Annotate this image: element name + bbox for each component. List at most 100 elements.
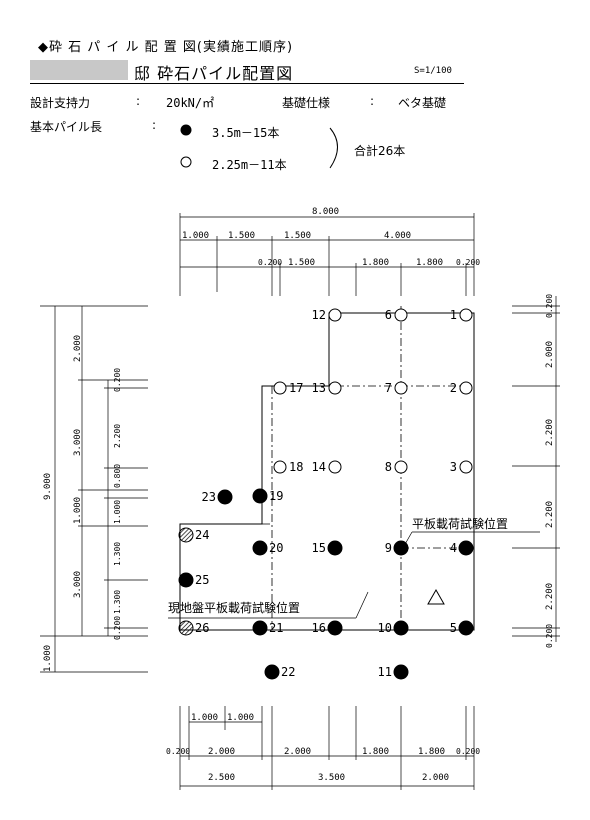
pile-26-hatched-icon [178,620,194,636]
pile-7-label: 7 [385,381,392,395]
dim-top-row1-a: 1.000 [182,231,209,241]
foundation-label: 基礎仕様 [282,96,331,110]
pile-2-open-icon [459,381,473,395]
dim-top-row2-c: 1.800 [362,258,389,268]
pile-16-filled-icon [327,620,343,636]
pile-12-label: 12 [312,308,326,322]
title-underline [30,83,464,84]
pile-14-open-icon [328,460,342,474]
bottom-dimension-lines [179,706,475,790]
pile-25-filled-icon [178,572,194,588]
pile-16-label: 16 [312,621,326,635]
pile-26-label: 26 [195,621,209,635]
foundation-value: ベタ基礎 [398,96,447,110]
dim-top-row2-b: 1.500 [288,258,315,268]
dim-left-inner-e: 1.300 [113,542,122,566]
ground-plate-test-leader [355,591,369,619]
dim-left-inner-g: 0.200 [113,616,122,640]
dim-top-row2-d: 1.800 [416,258,443,268]
pile-24-label: 24 [195,528,209,542]
pile-20-filled-icon [252,540,268,556]
pile-markers: 1234567891011121314151617181920212223242… [178,308,474,680]
pile-6-label: 6 [385,308,392,322]
pile-13-open-icon [328,381,342,395]
pile-23-filled-icon [217,489,233,505]
pile-a-spec: 3.5m－15本 [212,126,280,140]
pile-21-label: 21 [269,621,283,635]
pile-11-filled-icon [393,664,409,680]
dim-bottom-row2-e: 1.800 [418,747,445,757]
dim-top-row2-a: 0.200 [258,258,282,267]
ground-plate-test-label: 現地盤平板載荷試験位置 [168,600,300,615]
pile-4-label: 4 [450,541,457,555]
pile-13-label: 13 [312,381,326,395]
dim-top-row1-d: 4.000 [384,231,411,241]
pile-1-label: 1 [450,308,457,322]
scale-label: S=1/100 [414,66,452,76]
dim-bottom-row2-f: 0.200 [456,747,480,756]
pile-10-filled-icon [393,620,409,636]
dim-right-f: 0.200 [545,624,554,648]
pile-length-colon: : [152,118,157,132]
bearing-value: 20kN/㎡ [166,96,215,110]
dim-left-inner-f: 1.300 [113,590,122,614]
pile-5-filled-icon [458,620,474,636]
right-dimension-lines [512,296,560,642]
pile-length-label: 基本パイル長 [30,120,103,134]
dim-bottom-row2-d: 1.800 [362,747,389,757]
pile-10-label: 10 [378,621,392,635]
dim-bottom-row2-c: 2.000 [284,747,311,757]
dim-bottom-row3-a: 2.500 [208,773,235,783]
dim-right-b: 2.000 [545,341,555,368]
bearing-colon: : [136,94,141,108]
pile-5-label: 5 [450,621,457,635]
dim-bottom-row1-b: 1.000 [227,713,254,723]
pile-11-label: 11 [378,665,392,679]
pile-7-open-icon [394,381,408,395]
pile-8-open-icon [394,460,408,474]
dim-left-outer-a: 2.000 [73,335,83,362]
foundation-outline [179,312,475,631]
pile-total: 合計26本 [354,144,406,158]
dim-top-row1-c: 1.500 [284,231,311,241]
pile-19-filled-icon [252,488,268,504]
pile-15-filled-icon [327,540,343,556]
pile-1-open-icon [459,308,473,322]
pile-20-label: 20 [269,541,283,555]
pile-17-open-icon [273,381,287,395]
pile-12-open-icon [328,308,342,322]
dim-right-e: 2.200 [545,583,555,610]
dim-left-total: 9.000 [43,473,53,500]
page-title: ◆砕 石 パ イ ル 配 置 図(実績施工順序) [38,40,294,55]
dim-right-d: 2.200 [545,501,555,528]
pile-22-filled-icon [264,664,280,680]
top-dimension-lines [179,213,475,296]
pile-4-filled-icon [458,540,474,556]
dim-bottom-row2-b: 2.000 [208,747,235,757]
dim-top-row1-b: 1.500 [228,231,255,241]
dim-right-c: 2.200 [545,419,555,446]
pile-18-open-icon [273,460,287,474]
pile-15-label: 15 [312,541,326,555]
dim-left-inner-c: 0.800 [113,464,122,488]
pile-24-hatched-icon [178,527,194,543]
dim-bottom-row3-c: 2.000 [422,773,449,783]
dim-right-a: 0.200 [545,294,554,318]
pile-23-label: 23 [202,490,216,504]
dim-left-outer-e: 1.000 [43,645,53,672]
legend-open-pile-icon [180,156,192,168]
legend-filled-pile-icon [180,124,192,136]
dim-top-row2-e: 0.200 [456,258,480,267]
pile-6-open-icon [394,308,408,322]
dim-left-outer-d: 3.000 [73,571,83,598]
dim-bottom-row1-a: 1.000 [191,713,218,723]
dim-left-outer-c: 1.000 [73,497,83,524]
dim-left-outer-b: 3.000 [73,429,83,456]
legend-brace [329,127,338,169]
pile-2-label: 2 [450,381,457,395]
dim-left-inner-d: 1.000 [113,500,122,524]
dim-top-total: 8.000 [312,207,339,217]
pile-b-spec: 2.25m－11本 [212,158,287,172]
dim-left-inner-a: 0.200 [113,368,122,392]
